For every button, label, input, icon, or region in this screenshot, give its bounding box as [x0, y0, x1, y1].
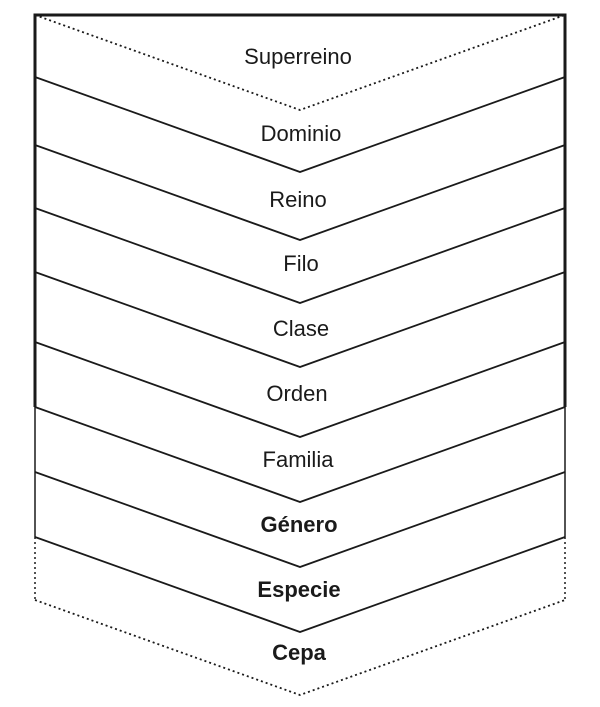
chevron-divider-dominio — [34, 76, 566, 173]
rank-label-dominio: Dominio — [261, 121, 342, 146]
chevron-divider-orden — [34, 341, 566, 438]
rank-label-clase: Clase — [273, 316, 329, 341]
chevron-divider-cepa — [34, 599, 566, 696]
rank-label-familia: Familia — [263, 447, 335, 472]
chevron-divider-especie — [34, 536, 566, 633]
rank-label-reino: Reino — [269, 187, 326, 212]
rank-label-filo: Filo — [283, 251, 318, 276]
chevron-divider-superreino — [34, 14, 566, 111]
rank-label-superreino: Superreino — [244, 44, 352, 69]
chevron-divider-clase — [34, 271, 566, 368]
rank-label-orden: Orden — [266, 381, 327, 406]
chevron-divider-familia — [34, 406, 566, 503]
rank-label-genero: Género — [260, 512, 337, 537]
chevron-divider-reino — [34, 144, 566, 241]
rank-label-cepa: Cepa — [272, 640, 327, 665]
rank-label-especie: Especie — [257, 577, 340, 602]
chevron-divider-filo — [34, 207, 566, 304]
chevron-divider-genero — [34, 471, 566, 568]
frame-outline-thick — [33, 13, 567, 407]
